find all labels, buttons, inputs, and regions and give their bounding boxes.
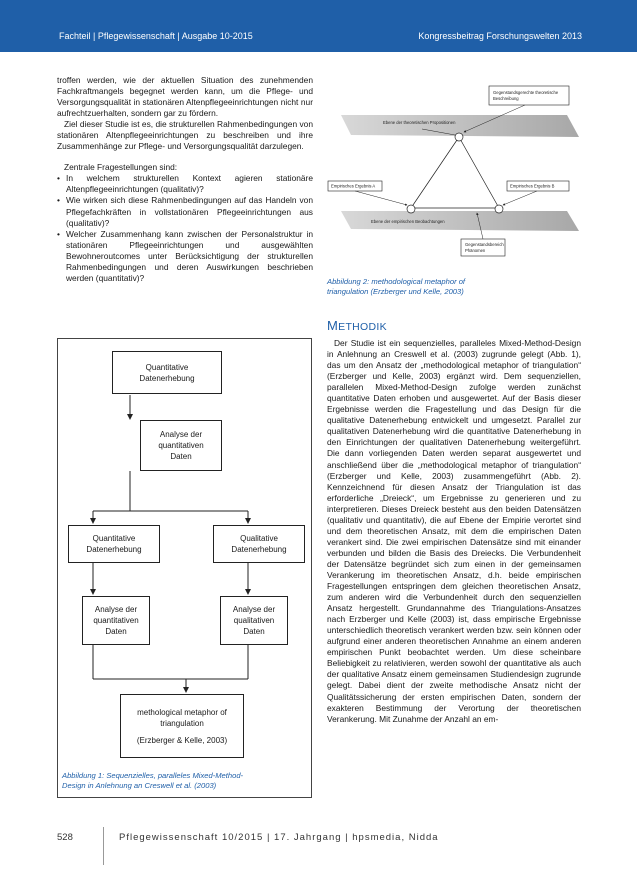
- header-right-text: Kongressbeitrag Forschungswelten 2013: [418, 31, 582, 41]
- theory-node: [454, 132, 464, 142]
- right-column: Der Studie ist ein sequenzielles, parall…: [327, 338, 581, 725]
- list-item: Welcher Zusammenhang kann zwischen der P…: [57, 229, 313, 284]
- left-result-label: Empirisches Ergebnis A: [331, 184, 375, 189]
- bottom-label-line: Gegenstandsbereich: [465, 242, 504, 247]
- upper-plane-label: Ebene der theoretischen Propositionen: [383, 120, 456, 125]
- lower-plane-shape: [341, 211, 579, 231]
- flowchart-arrows: [90, 395, 251, 693]
- section-heading-methodik: METHODIK: [327, 318, 387, 333]
- triangle-edge-left: [410, 136, 460, 209]
- top-label-line: Beschreibung: [493, 96, 519, 101]
- left-column: troffen werden, wie der aktuellen Situat…: [57, 75, 313, 284]
- bottom-label-line: Phänomen: [465, 248, 486, 253]
- page-number: 528: [57, 832, 73, 843]
- top-label-box: [488, 85, 570, 106]
- right-result-label: Empirisches Ergebnis B: [510, 184, 555, 189]
- footer-text: Pflegewissenschaft 10/2015 | 17. Jahrgan…: [119, 832, 439, 843]
- header-left-text: Fachteil | Pflegewissenschaft | Ausgabe …: [59, 31, 253, 41]
- result-a-node: [406, 204, 416, 214]
- list-item: In welchem strukturellen Kontext agieren…: [57, 173, 313, 195]
- question-list: In welchem strukturellen Kontext agieren…: [57, 173, 313, 283]
- paragraph: Ziel dieser Studie ist es, die strukture…: [57, 119, 313, 152]
- upper-plane-shape: [341, 115, 579, 137]
- figure-2-caption: Abbildung 2: methodological metaphor of …: [327, 277, 466, 296]
- figure-1-caption: Abbildung 1: Sequenzielles, paralleles M…: [62, 771, 244, 790]
- result-b-node: [494, 204, 504, 214]
- paragraph: Der Studie ist ein sequenzielles, parall…: [327, 338, 581, 724]
- triangle-edge-right: [458, 136, 500, 209]
- footer-divider: [103, 827, 104, 865]
- top-label-line: Gegenstandsgerechte theoretische: [493, 90, 559, 95]
- right-result-box: [506, 180, 570, 192]
- paragraph: Zentrale Fragestellungen sind:: [64, 162, 178, 173]
- paragraph: troffen werden, wie der aktuellen Situat…: [57, 75, 313, 119]
- lower-plane-label: Ebene der empirischen Beobachtungen: [371, 219, 445, 224]
- page-header: Fachteil | Pflegewissenschaft | Ausgabe …: [0, 0, 637, 52]
- figure-2-triangulation-diagram: Ebene der theoretischen Propositionen Eb…: [327, 85, 579, 257]
- list-item: Wie wirken sich diese Rahmenbedingungen …: [57, 195, 313, 228]
